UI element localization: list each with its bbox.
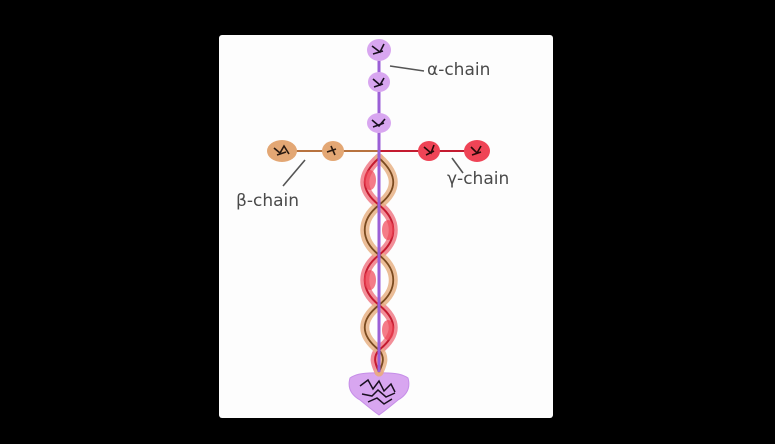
beta-chain-arm [267, 140, 380, 162]
alpha-domain-3 [367, 113, 391, 133]
alpha-leader-line [390, 66, 424, 71]
gamma-domain-outer [464, 140, 490, 162]
alpha-chain-label: α-chain [427, 60, 490, 80]
coiled-coil-region [364, 150, 394, 372]
alpha-g-domain [349, 373, 409, 415]
gamma-chain-label: γ-chain [447, 169, 509, 189]
alpha-domain-2 [368, 72, 390, 92]
alpha-domain-1 [367, 39, 391, 61]
beta-leader-line [283, 160, 305, 186]
beta-chain-label: β-chain [236, 191, 299, 211]
gamma-chain-arm [380, 140, 490, 162]
